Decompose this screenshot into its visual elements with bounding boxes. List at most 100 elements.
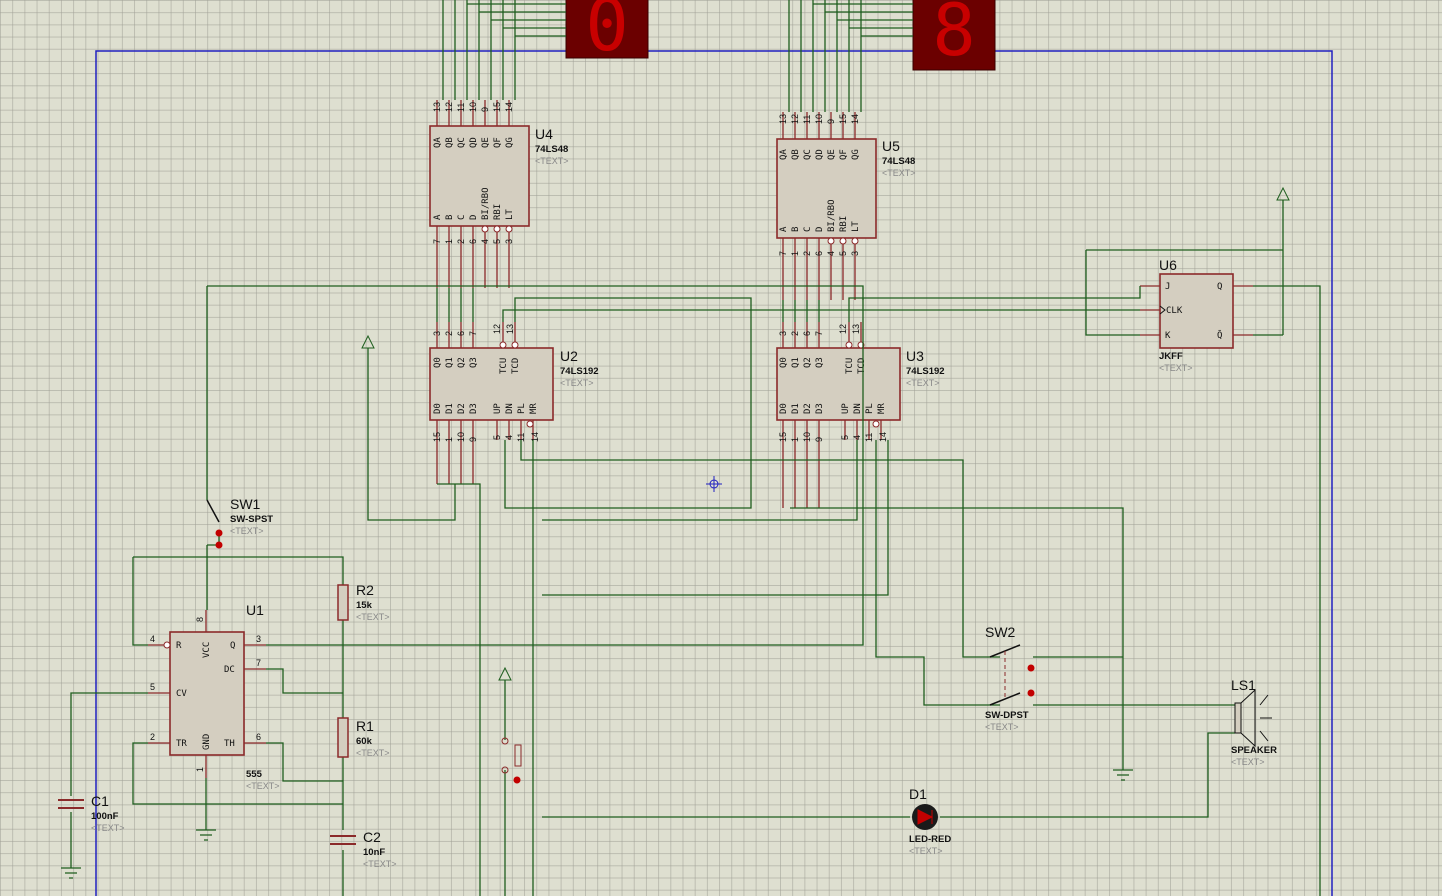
u5-num: 5 [838, 251, 848, 256]
u2-pin-d3: D3 [469, 403, 479, 414]
u3-num: 1 [790, 437, 800, 442]
r1-text: <TEXT> [356, 748, 390, 758]
u4-num: 3 [504, 239, 514, 244]
u4-num: 14 [504, 102, 514, 112]
ls1-ref: LS1 [1231, 677, 1256, 693]
u5-pin-c: C [803, 227, 813, 232]
circuit-wires [70, 200, 1321, 896]
u4-pin-qc: QC [457, 137, 467, 148]
u3-pin-q3: Q3 [815, 357, 825, 368]
u3-pin-up: UP [841, 403, 851, 414]
u5-num: 6 [814, 251, 824, 256]
c2-value: 10nF [363, 847, 385, 858]
u3-num: 2 [790, 331, 800, 336]
u2-pin-q1: Q1 [445, 357, 455, 368]
u4-pin-qe: QE [481, 137, 491, 148]
chip-u4[interactable]: U4 74LS48 <TEXT> QA QB QC QD QE QF QG A … [429, 100, 569, 288]
u1-pin-r: R [176, 641, 182, 651]
u2-num: 5 [492, 435, 502, 440]
u2-num: 3 [432, 331, 442, 336]
u3-pin-d1: D1 [791, 403, 801, 414]
push-button[interactable] [501, 737, 522, 784]
sw2-ref: SW2 [985, 624, 1016, 640]
u2-num: 11 [516, 433, 526, 442]
u5-pin-d: D [815, 227, 825, 232]
u2-value: 74LS192 [560, 366, 599, 377]
u4-pin-qg: QG [505, 137, 515, 148]
u1-pin-th: TH [224, 739, 235, 749]
display-1-digit: 0 [585, 0, 628, 67]
resistor-r1[interactable]: R1 60k <TEXT> [337, 717, 390, 758]
u3-num: 7 [814, 331, 824, 336]
u4-pin-birbo: BI/RBO [481, 187, 491, 220]
u2-num: 15 [432, 432, 442, 442]
u6-pin-qbar: Q̄ [1217, 329, 1222, 341]
ls1-value: SPEAKER [1231, 745, 1277, 756]
u1-num: 3 [256, 634, 261, 644]
u3-pin-tcu: TCU [845, 358, 855, 374]
u1-text: <TEXT> [246, 781, 280, 791]
u5-pin-qa: QA [779, 149, 789, 160]
u4-pin-a: A [433, 214, 443, 220]
u6-pin-j: J [1165, 282, 1170, 292]
u3-num: 9 [814, 437, 824, 442]
seven-segment-display-2[interactable]: 8 [912, 0, 996, 72]
display-bus-wires [442, 0, 913, 112]
u5-num: 14 [850, 114, 860, 124]
u1-ref: U1 [246, 602, 264, 618]
u1-num: 1 [195, 767, 205, 772]
u2-num: 1 [444, 437, 454, 442]
u3-pin-d2: D2 [803, 403, 813, 414]
r2-value: 15k [356, 600, 373, 611]
chip-u2[interactable]: U2 74LS192 <TEXT> Q0 Q1 Q2 Q3 TCU TCD D0… [429, 322, 599, 484]
u1-pin-cv: CV [176, 689, 187, 699]
chip-u6[interactable]: U6 JKFF <TEXT> J CLK K Q Q̄ [1140, 257, 1253, 373]
power-terminals [361, 186, 1290, 681]
chip-u5[interactable]: U5 74LS48 <TEXT> QA QB QC QD QE QF QG A … [776, 112, 916, 300]
switch-sw2[interactable]: SW2 SW-DPST <TEXT> [985, 624, 1035, 732]
u5-num: 11 [802, 115, 812, 124]
u5-num: 2 [802, 251, 812, 256]
u5-pin-qg: QG [851, 149, 861, 160]
seven-segment-display-1[interactable]: 0 [565, 0, 649, 67]
u4-text: <TEXT> [535, 156, 569, 166]
u5-num: 3 [850, 251, 860, 256]
u5-value: 74LS48 [882, 156, 915, 167]
led-d1[interactable]: D1 LED-RED <TEXT> [909, 786, 951, 856]
resistor-r2[interactable]: R2 15k <TEXT> [337, 582, 390, 622]
u5-pin-b: B [791, 227, 801, 232]
sw1-ref: SW1 [230, 496, 261, 512]
r1-value: 60k [356, 736, 373, 747]
u2-pin-q0: Q0 [433, 357, 443, 368]
u1-value: 555 [246, 769, 263, 780]
u4-num: 7 [432, 239, 442, 244]
r2-ref: R2 [356, 582, 374, 598]
u4-num: 5 [492, 239, 502, 244]
u4-value: 74LS48 [535, 144, 568, 155]
u4-pin-rbi: RBI [493, 204, 503, 220]
d1-value: LED-RED [909, 834, 951, 845]
u4-num: 9 [480, 107, 490, 112]
u5-pin-lt: LT [851, 221, 861, 232]
u4-pin-qf: QF [493, 137, 503, 148]
u2-text: <TEXT> [560, 378, 594, 388]
u3-pin-q1: Q1 [791, 357, 801, 368]
chip-u1[interactable]: U1 555 <TEXT> R VCC Q DC CV TR GND TH 4 … [148, 602, 280, 791]
u4-pin-c: C [457, 215, 467, 220]
capacitor-c2[interactable]: C2 10nF <TEXT> [330, 829, 397, 869]
u4-ref: U4 [535, 126, 553, 142]
sw2-value: SW-DPST [985, 710, 1029, 721]
capacitor-c1[interactable]: C1 100nF <TEXT> [58, 793, 125, 833]
switch-sw1[interactable]: SW1 SW-SPST <TEXT> [206, 496, 273, 549]
speaker-ls1[interactable]: LS1 SPEAKER <TEXT> [1231, 677, 1277, 767]
u3-pin-d0: D0 [779, 403, 789, 414]
u2-pin-pl: PL [517, 403, 527, 414]
u3-num: 3 [778, 331, 788, 336]
ground-symbols [61, 769, 1133, 879]
u5-pin-qd: QD [815, 149, 825, 160]
u4-num: 1 [444, 239, 454, 244]
chip-u3[interactable]: U3 74LS192 <TEXT> Q0 Q1 Q2 Q3 TCU TCD D0… [776, 322, 945, 508]
ls1-text: <TEXT> [1231, 757, 1265, 767]
u3-num: 4 [852, 435, 862, 440]
